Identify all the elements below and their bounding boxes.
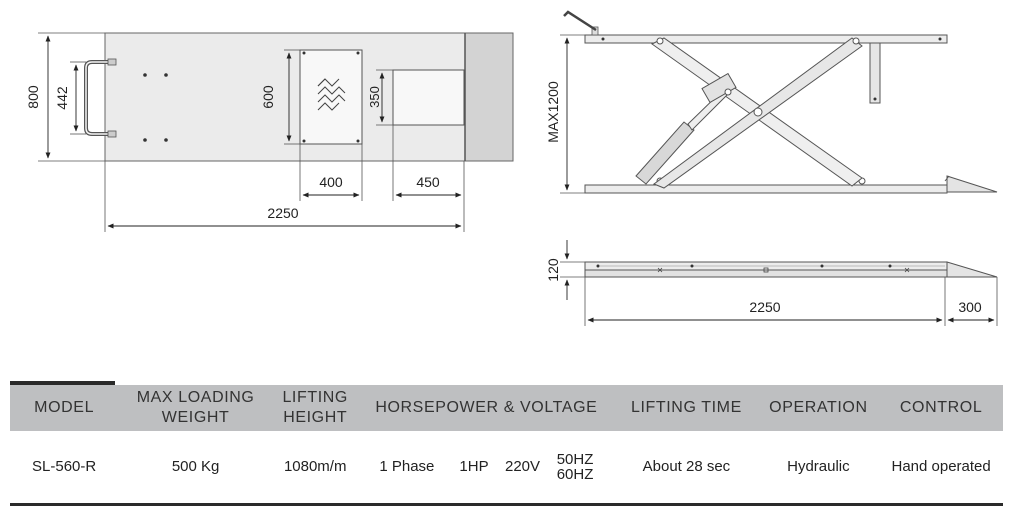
top-view: 800 442 600 350 400 450 2250 xyxy=(25,32,514,232)
cell-horsepower-voltage: 1 Phase 1HP 220V 50HZ 60HZ xyxy=(357,431,615,503)
dim-ramp-length: 300 xyxy=(958,299,982,315)
header-max-loading-line2: WEIGHT xyxy=(161,409,230,426)
ramp-lowered xyxy=(946,261,998,278)
dim-opening-height: 350 xyxy=(367,86,382,108)
header-model: MODEL xyxy=(34,399,95,416)
table-row: SL-560-R 500 Kg 1080m/m 1 Phase 1HP 220V… xyxy=(10,431,1003,503)
header-horsepower-voltage: HORSEPOWER & VOLTAGE xyxy=(375,399,598,416)
tread-pattern-icon xyxy=(317,78,346,111)
center-plate xyxy=(299,49,363,145)
cell-lifting-height: 1080m/m xyxy=(283,458,347,475)
cell-frequency: 50HZ 60HZ xyxy=(557,452,594,482)
header-control: CONTROL xyxy=(899,399,983,416)
dim-center-plate-height: 600 xyxy=(260,85,276,109)
dim-min-height: 120 xyxy=(545,258,561,282)
table-top-rule xyxy=(10,381,115,385)
cell-lifting-time: About 28 sec xyxy=(642,458,731,475)
dim-overall-length: 2250 xyxy=(267,205,298,221)
cell-model: SL-560-R xyxy=(32,458,97,475)
dim-side-length: 2250 xyxy=(749,299,780,315)
opening xyxy=(392,69,465,126)
dim-opening-width: 450 xyxy=(416,174,440,190)
cell-control: Hand operated xyxy=(891,458,991,475)
side-view-lowered: 120 2250 300 xyxy=(545,240,998,326)
technical-drawing: 800 442 600 350 400 450 2250 xyxy=(25,10,998,326)
header-lifting-time: LIFTING TIME xyxy=(630,399,742,416)
cell-freq1: 50HZ xyxy=(556,451,594,468)
dim-max-height: MAX1200 xyxy=(545,81,561,143)
header-lifting-height-line2: HEIGHT xyxy=(283,409,348,426)
dim-top-view-height: 800 xyxy=(25,85,41,109)
cell-operation: Hydraulic xyxy=(787,458,850,475)
table-bottom-rule xyxy=(10,503,1003,506)
cell-phase: 1 Phase xyxy=(379,457,435,475)
cell-max-loading: 500 Kg xyxy=(171,458,220,475)
spec-table: MODEL MAX LOADING WEIGHT LIFTING HEIGHT … xyxy=(10,381,1003,506)
header-operation: OPERATION xyxy=(769,399,868,416)
cell-freq2: 60HZ xyxy=(556,466,594,483)
dim-handle-width: 442 xyxy=(54,86,70,110)
hydraulic-cylinder xyxy=(635,121,695,185)
ramp-plate xyxy=(464,32,514,162)
handle-lever xyxy=(563,10,597,32)
table-header-row: MODEL MAX LOADING WEIGHT LIFTING HEIGHT … xyxy=(10,385,1003,431)
cell-hp: 1HP xyxy=(459,457,489,475)
header-lifting-height: LIFTING HEIGHT xyxy=(273,385,358,431)
dim-center-plate-width: 400 xyxy=(319,174,343,190)
side-view-raised: MAX1200 xyxy=(545,10,998,194)
ramp xyxy=(946,175,998,193)
cell-voltage: 220V xyxy=(505,457,541,475)
header-max-loading-line1: MAX LOADING xyxy=(136,389,255,406)
header-lifting-height-line1: LIFTING xyxy=(282,389,348,406)
header-max-loading: MAX LOADING WEIGHT xyxy=(118,385,273,431)
